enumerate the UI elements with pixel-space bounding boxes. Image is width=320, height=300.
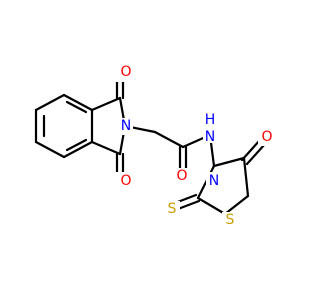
benzene-bond (62, 140, 94, 159)
oxygen-atom-label: O (120, 173, 131, 189)
thiazolidine-bond (196, 196, 227, 216)
thiazolidine-bond (242, 156, 250, 198)
atom-labels: O O N O H N N O S S (111, 64, 276, 229)
ring-carbonyl-double-bond (240, 138, 262, 162)
benzene-double-bond (65, 100, 88, 114)
oxygen-atom-label: O (176, 168, 187, 184)
bond-lines (34, 70, 267, 216)
thiazolidine-bond (212, 156, 246, 168)
thione-double-bond (176, 199, 201, 211)
imide-ring-bond (90, 140, 122, 156)
oxygen-atom-label: O (120, 64, 131, 80)
benzene-double-bond (65, 138, 88, 152)
nitrogen-atom-label: N (209, 173, 219, 189)
ring-carbonyl-double-bond (245, 142, 267, 166)
imide-ring-bond (90, 96, 122, 112)
benzene-bond (34, 140, 66, 159)
nitrogen-atom-label: N (121, 118, 131, 134)
sulfur-atom-label: S (168, 201, 177, 217)
sulfur-atom-label: S (226, 212, 235, 228)
hydrogen-atom-label: H (205, 112, 216, 128)
oxygen-atom-label: O (261, 129, 272, 145)
chemical-structure-diagram: O O N O H N N O S S (34, 64, 276, 229)
single-bond (153, 130, 185, 149)
thiazolidine-bond (223, 194, 250, 216)
nitrogen-atom-label: N (205, 129, 215, 145)
benzene-bond (62, 93, 94, 112)
benzene-bond (34, 93, 66, 112)
